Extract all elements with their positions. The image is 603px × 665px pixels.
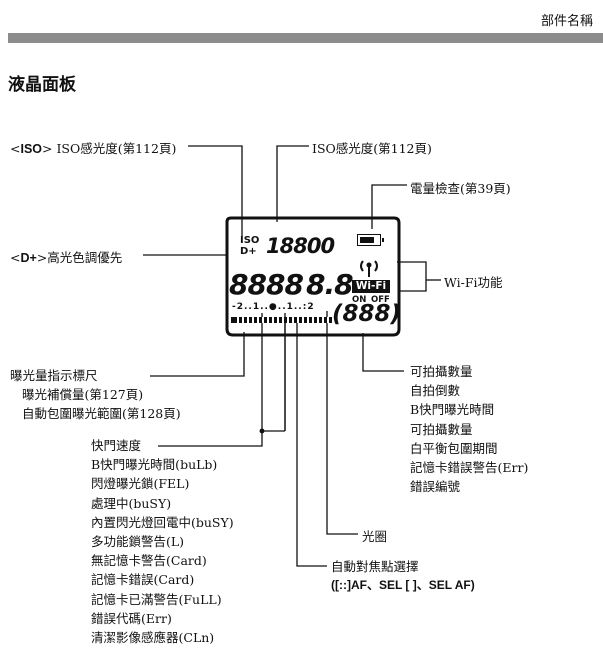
shots-item: 可拍攝數量 <box>410 364 473 379</box>
header-title: 部件名稱 <box>540 14 593 29</box>
wifi-on: ON <box>352 295 367 305</box>
shutter-item: 快門速度 <box>91 438 142 453</box>
callout-aperture: 光圈 <box>362 529 388 544</box>
shutter-item: 記憶卡錯誤(Card) <box>91 572 195 588</box>
shutter-item: B快門曝光時間(buLb) <box>91 457 218 473</box>
lcd-scale-bar <box>231 317 332 323</box>
lcd-shutter-digits: 8888 <box>229 268 304 301</box>
callout-battery: 電量檢查(第39頁) <box>410 181 511 196</box>
callout-shots: 可拍攝數量 自拍倒數 B快門曝光時間 可拍攝數量 白平衡包圍期間 記憶卡錯誤警告… <box>410 362 528 496</box>
lcd-d-plus: D+ <box>240 246 257 257</box>
lcd-scale-numbers: -2..1..●..1..:2 <box>232 302 315 312</box>
exposure-scale-title: 曝光量指示標尺 <box>10 368 98 383</box>
shots-item: 錯誤編號 <box>410 479 461 495</box>
shots-item: 白平衡包圍期間 <box>410 440 498 456</box>
exposure-comp-item: 曝光補償量(第127頁) <box>22 387 144 403</box>
shutter-item: 多功能鎖警告(L) <box>91 533 185 549</box>
battery-tip <box>382 238 384 242</box>
callout-shutter: 快門速度 B快門曝光時間(buLb) 閃燈曝光鎖(FEL) 處理中(buSY) … <box>91 436 234 647</box>
lcd-panel <box>225 216 401 337</box>
shots-item: 可拍攝數量 <box>410 421 473 437</box>
header-bar <box>8 33 603 43</box>
lcd-shots-digits: (888) <box>332 301 402 327</box>
shutter-item: 錯誤代碼(Err) <box>91 610 172 626</box>
aeb-item: 自動包圍曝光範圍(第128頁) <box>22 406 181 422</box>
shutter-item: 無記憶卡警告(Card) <box>91 553 207 569</box>
af-point-modes: ([::]AF、SEL [ ]、SEL AF) <box>331 578 475 593</box>
shutter-item: 處理中(buSY) <box>91 495 172 511</box>
shutter-item: 閃燈曝光鎖(FEL) <box>91 476 190 492</box>
lcd-aperture-digits: 8.8 <box>306 268 354 301</box>
af-point-title: 自動對焦點選擇 <box>331 559 419 574</box>
wifi-badge: Wi-Fi <box>352 280 390 293</box>
lcd-iso: ISO <box>240 235 260 246</box>
shots-item: 自拍倒數 <box>410 383 461 399</box>
section-title: 液晶面板 <box>8 75 76 95</box>
shutter-item: 記憶卡已滿警告(FuLL) <box>91 591 222 607</box>
callout-d-plus: <D+>高光色調優先 <box>10 250 123 265</box>
battery-icon <box>357 234 381 246</box>
callout-af-point: 自動對焦點選擇 ([::]AF、SEL [ ]、SEL AF) <box>331 557 475 595</box>
shutter-item: 清潔影像感應器(CLn) <box>91 629 215 645</box>
shutter-item: 內置閃光燈回電中(buSY) <box>91 514 234 530</box>
callout-iso-label: <ISO> ISO感光度(第112頁) <box>10 141 177 156</box>
callout-wifi: Wi-Fi功能 <box>444 275 503 290</box>
shots-item: 記憶卡錯誤警告(Err) <box>410 459 529 475</box>
lcd-iso-digits: 18800 <box>266 234 335 258</box>
wifi-signal-icon <box>360 260 378 277</box>
wifi-off: OFF <box>371 295 390 305</box>
callout-iso-value: ISO感光度(第112頁) <box>312 141 432 156</box>
shots-item: B快門曝光時間 <box>410 402 495 418</box>
callout-exposure-scale: 曝光量指示標尺 曝光補償量(第127頁) 自動包圍曝光範圍(第128頁) <box>10 366 181 424</box>
